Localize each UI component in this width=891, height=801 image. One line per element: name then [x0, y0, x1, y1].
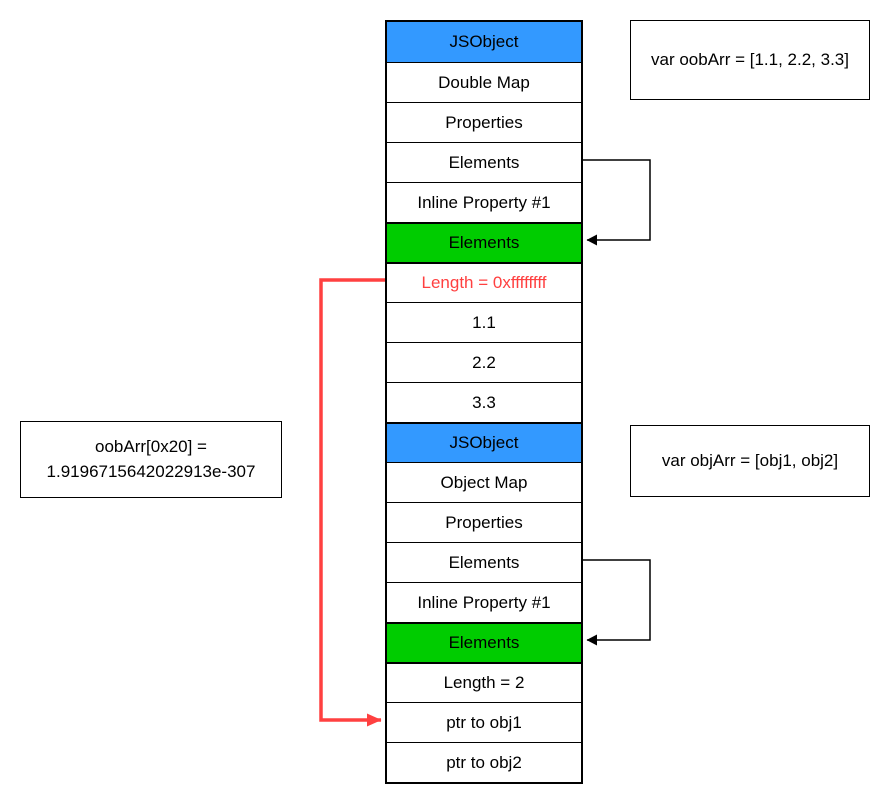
oob-write-arrow	[319, 278, 385, 727]
memory-cell-corrupted-length: Length = 0xffffffff	[387, 262, 581, 302]
memory-cell-inline-property: Inline Property #1	[387, 582, 581, 622]
leak-value-line2: 1.9196715642022913e-307	[46, 461, 256, 481]
memory-cell-jsobject-header-objarr: JSObject	[387, 422, 581, 462]
elements-pointer-arrow-oobarr	[583, 159, 651, 246]
memory-cell-value-3: 3.3	[387, 382, 581, 422]
memory-cell-ptr-obj2: ptr to obj2	[387, 742, 581, 782]
leak-value-line1: oobArr[0x20] =	[95, 436, 207, 456]
memory-cell-ptr-obj1: ptr to obj1	[387, 702, 581, 742]
memory-cell-elements-ptr: Elements	[387, 142, 581, 182]
code-annotation-oobarr: var oobArr = [1.1, 2.2, 3.3]	[630, 20, 870, 100]
elements-pointer-arrow-objarr	[583, 559, 651, 646]
memory-cell-value-2: 2.2	[387, 342, 581, 382]
memory-cell-value-1: 1.1	[387, 302, 581, 342]
leak-value-annotation: oobArr[0x20] = 1.9196715642022913e-307	[20, 421, 282, 498]
code-annotation-oobarr-text: var oobArr = [1.1, 2.2, 3.3]	[651, 49, 849, 69]
memory-cell-properties: Properties	[387, 102, 581, 142]
memory-table: JSObject Double Map Properties Elements …	[385, 20, 583, 784]
memory-cell-properties: Properties	[387, 502, 581, 542]
memory-cell-double-map: Double Map	[387, 62, 581, 102]
memory-cell-length: Length = 2	[387, 662, 581, 702]
code-annotation-objarr-text: var objArr = [obj1, obj2]	[661, 450, 839, 470]
memory-cell-elements-ptr: Elements	[387, 542, 581, 582]
memory-cell-inline-property: Inline Property #1	[387, 182, 581, 222]
memory-cell-elements-buffer: Elements	[387, 222, 581, 262]
memory-cell-jsobject-header-oobarr: JSObject	[387, 22, 581, 62]
code-annotation-objarr: var objArr = [obj1, obj2]	[630, 425, 870, 497]
memory-cell-object-map: Object Map	[387, 462, 581, 502]
memory-cell-elements-buffer: Elements	[387, 622, 581, 662]
